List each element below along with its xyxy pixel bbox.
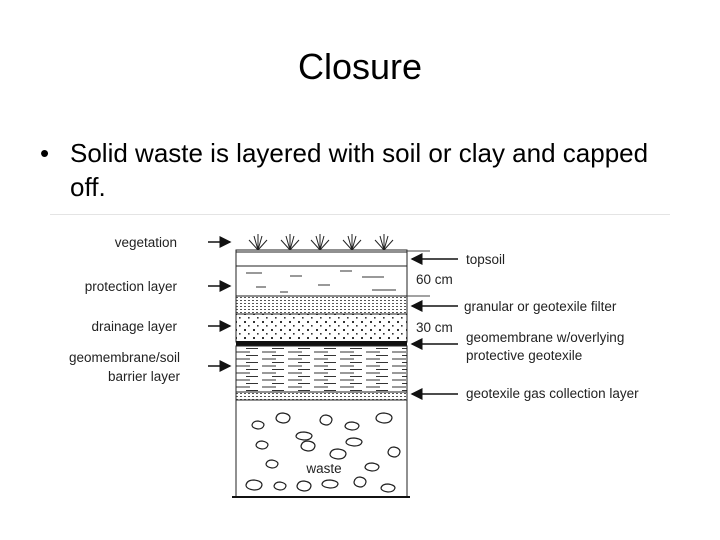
barrier-layer	[235, 345, 408, 393]
slide-title: Closure	[297, 46, 423, 87]
filter-layer	[235, 295, 408, 315]
vegetation-grass	[248, 234, 394, 251]
gas-collection-layer	[235, 391, 408, 401]
label-barrier-layer: barrier layer	[108, 369, 181, 384]
left-annotations: vegetation protection layer drainage lay…	[69, 235, 232, 384]
drainage-layer	[235, 313, 408, 343]
label-gas-collection: geotexile gas collection layer	[466, 386, 639, 401]
bullet-dot: •	[40, 138, 50, 168]
label-geomembrane-soil: geomembrane/soil	[69, 350, 180, 365]
label-filter: granular or geotexile filter	[464, 299, 617, 314]
geomembrane-line	[236, 341, 407, 346]
layer-column: waste	[232, 249, 410, 498]
right-annotations: topsoil 60 cm granular or geotexile filt…	[407, 250, 639, 401]
label-30cm: 30 cm	[416, 320, 453, 335]
waste-debris	[245, 412, 401, 493]
bullet-point: • Solid waste is layered with soil or cl…	[40, 136, 660, 204]
divider	[50, 214, 670, 215]
label-topsoil: topsoil	[466, 252, 505, 267]
label-protective-geotexile: protective geotexile	[466, 348, 582, 363]
protection-layer-marks	[246, 270, 396, 293]
label-vegetation: vegetation	[115, 235, 177, 250]
label-drainage-layer: drainage layer	[91, 319, 177, 334]
label-protection-layer: protection layer	[85, 279, 178, 294]
label-geomembrane: geomembrane w/overlying	[466, 330, 624, 345]
bullet-text: Solid waste is layered with soil or clay…	[70, 138, 649, 202]
waste-label: waste	[305, 461, 341, 476]
label-60cm: 60 cm	[416, 272, 453, 287]
protection-layer	[235, 265, 408, 297]
